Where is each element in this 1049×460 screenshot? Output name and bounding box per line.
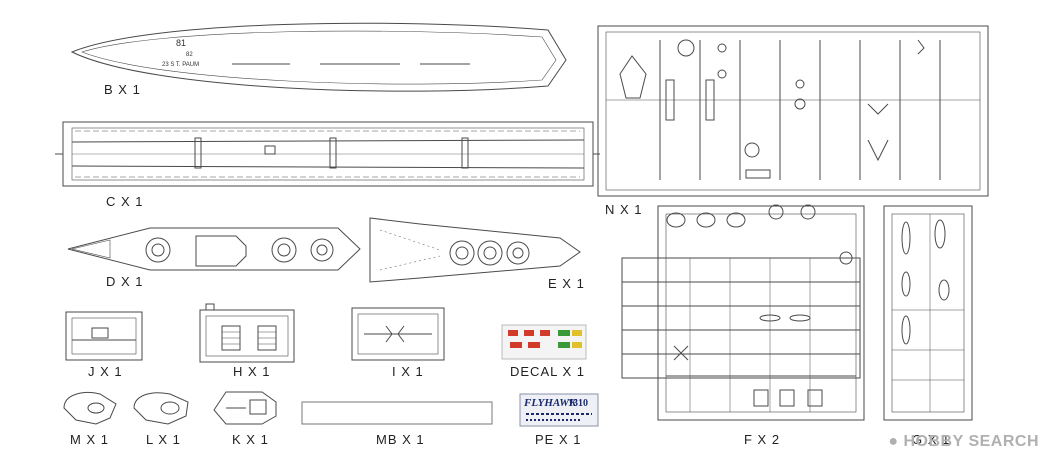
label-d: D X 1 [106,274,144,289]
decal-sheet [501,324,587,360]
hull-b-name: 23 S T. PAUM [162,62,199,68]
part-l [133,392,189,425]
watermark-icon: ● [888,433,899,450]
part-m [63,392,117,425]
pe-brand: FLYHAWK [523,397,577,409]
part-j-sprue [65,311,143,361]
part-h-sprue [199,303,295,363]
label-b: B X 1 [104,82,141,97]
part-b-hull: 81 82 23 S T. PAUM [70,22,567,92]
label-m: M X 1 [70,432,109,447]
watermark-text: HOBBY SEARCH [903,433,1039,450]
part-i-sprue [351,307,445,361]
label-e: E X 1 [548,276,585,291]
part-k [213,391,277,425]
part-f-sprue [621,204,865,421]
pe-number: 1310 [568,398,588,409]
label-n: N X 1 [605,202,643,217]
label-c: C X 1 [106,194,144,209]
label-i: I X 1 [392,364,424,379]
watermark: ● HOBBY SEARCH [888,433,1039,451]
label-f: F X 2 [744,432,781,447]
part-c-sprue [55,121,600,187]
label-g: G X 1 [912,432,951,447]
label-l: L X 1 [146,432,181,447]
pe-sheet: FLYHAWK 1310 [519,393,599,427]
label-h: H X 1 [233,364,271,379]
part-mb-box [301,401,493,425]
label-j: J X 1 [88,364,123,379]
part-g-sprue [883,205,973,421]
label-decal: DECAL X 1 [510,364,585,379]
hull-b-mark: 81 [176,38,186,48]
label-pe: PE X 1 [535,432,582,447]
label-k: K X 1 [232,432,269,447]
part-d-deck [67,227,361,271]
label-mb: MB X 1 [376,432,425,447]
part-e-deck [369,217,581,283]
hull-b-small: 82 [186,52,193,58]
part-n-sprue [597,25,989,197]
